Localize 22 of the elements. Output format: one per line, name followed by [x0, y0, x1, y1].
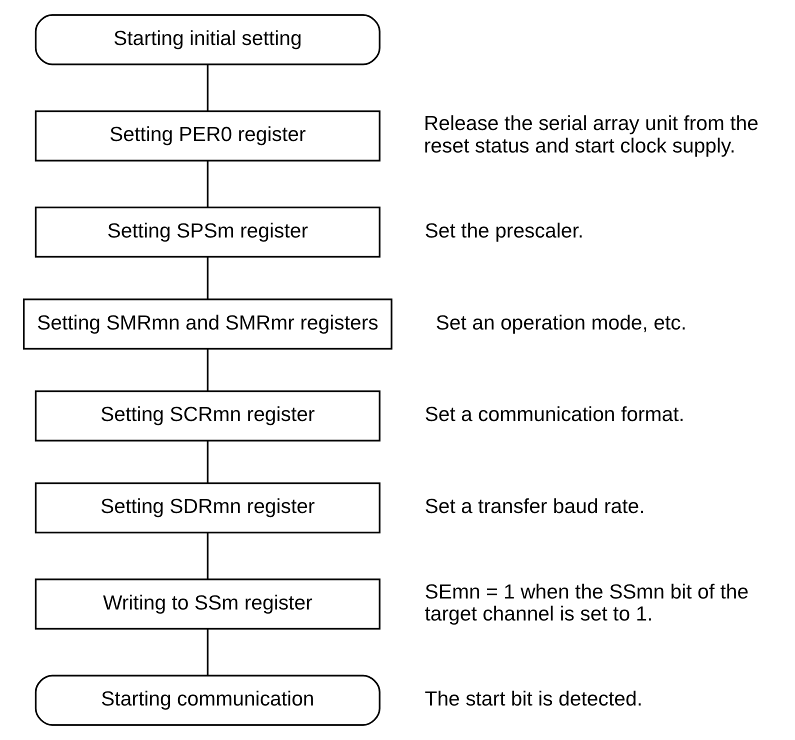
node-box: Setting SMRmn and SMRmr registers [22, 298, 392, 350]
node-label: Set an operation mode, etc. [436, 312, 687, 334]
connector [206, 349, 209, 391]
node-label: SEmn = 1 when the SSmn bit of the target channel is set to 1. [424, 581, 749, 626]
node-box: Setting SDRmn register [34, 482, 380, 534]
connector [206, 533, 209, 580]
node-box: Setting SCRmn register [34, 390, 380, 442]
node-label: Set a communication format. [424, 404, 684, 426]
node-box: Starting communication [34, 674, 380, 726]
node-box: Setting PER0 register [34, 110, 380, 162]
connector [206, 64, 209, 112]
node-box: Setting SPSm register [34, 206, 380, 258]
node-label: Set a transfer baud rate. [424, 496, 645, 518]
connector [206, 257, 209, 299]
node-label: Set the prescaler. [424, 220, 584, 242]
connector [206, 440, 209, 483]
node-box: Writing to SSm register [34, 578, 380, 630]
connector [206, 161, 209, 208]
node-label: The start bit is detected. [424, 688, 643, 711]
connector [206, 629, 209, 676]
node-label: Release the serial array unit from the reset status and start clock supply. [424, 113, 758, 158]
node-box: Starting initial setting [34, 14, 380, 66]
